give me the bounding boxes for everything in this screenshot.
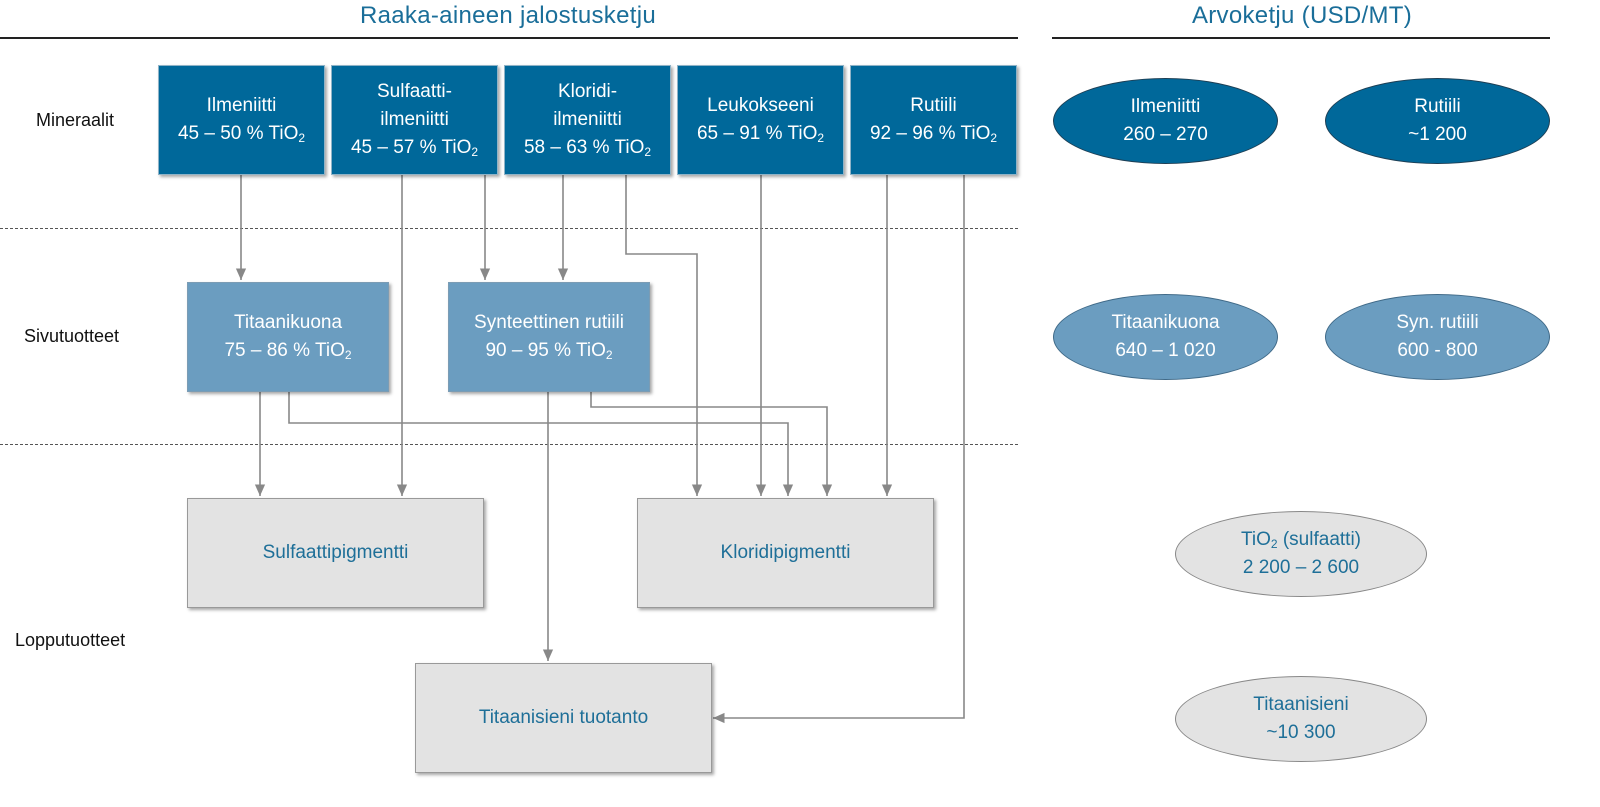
byproduct-box-titanium-slag: Titaanikuona 75 – 86 % TiO2 — [187, 282, 389, 392]
row-separator-1 — [0, 228, 1018, 229]
value-name: TiO2 (sulfaatti) — [1240, 529, 1361, 551]
row-separator-2 — [0, 444, 1018, 445]
mineral-box-leucoxene: Leukokseeni 65 – 91 % TiO2 — [677, 65, 844, 175]
end-product-label: Sulfaattipigmentti — [262, 542, 409, 563]
end-product-chloride-pigment: Kloridipigmentti — [637, 498, 934, 608]
value-price: 600 - 800 — [1397, 340, 1478, 361]
byproduct-name: Titaanikuona — [233, 312, 343, 333]
value-price: ~1 200 — [1408, 124, 1467, 145]
value-ellipse-ilmenite: Ilmeniitti 260 – 270 — [1053, 78, 1278, 164]
mineral-name: Ilmeniitti — [206, 95, 277, 116]
mineral-name: Sulfaatti- — [377, 81, 452, 102]
value-ellipse-titanium-slag: Titaanikuona 640 – 1 020 — [1053, 294, 1278, 380]
value-name: Titaanikuona — [1111, 312, 1220, 333]
byproduct-tio2-range: 90 – 95 % TiO2 — [485, 340, 613, 362]
value-ellipse-tio2-sulfate: TiO2 (sulfaatti) 2 200 – 2 600 — [1175, 511, 1427, 597]
value-ellipse-titanium-sponge: Titaanisieni ~10 300 — [1175, 676, 1427, 762]
arrow-slag-to-chloride-pigment — [288, 392, 794, 496]
mineral-name-cont: ilmeniitti — [553, 109, 622, 130]
value-name: Ilmeniitti — [1130, 96, 1201, 117]
mineral-box-ilmenite: Ilmeniitti 45 – 50 % TiO2 — [158, 65, 325, 175]
row-label-minerals: Mineraalit — [36, 110, 115, 130]
value-name: Titaanisieni — [1253, 694, 1349, 715]
value-name: Rutiili — [1414, 96, 1461, 117]
byproduct-tio2-range: 75 – 86 % TiO2 — [224, 340, 352, 362]
arrow-chloride-ilmenite-to-chloride-pigment — [625, 175, 703, 496]
mineral-box-sulfate-ilmenite: Sulfaatti- ilmeniitti 45 – 57 % TiO2 — [331, 65, 498, 175]
value-chain-heading: Arvoketju (USD/MT) — [1191, 2, 1413, 29]
value-ellipse-rutile: Rutiili ~1 200 — [1325, 78, 1550, 164]
process-heading-rule — [0, 37, 1018, 39]
value-price: 640 – 1 020 — [1115, 340, 1216, 361]
end-product-label: Titaanisieni tuotanto — [478, 707, 649, 728]
mineral-box-chloride-ilmenite: Kloridi- ilmeniitti 58 – 63 % TiO2 — [504, 65, 671, 175]
mineral-tio2-range: 45 – 57 % TiO2 — [350, 137, 479, 159]
mineral-name-cont: ilmeniitti — [380, 109, 449, 130]
mineral-name: Rutiili — [910, 95, 957, 116]
mineral-tio2-range: 58 – 63 % TiO2 — [523, 137, 652, 159]
byproduct-name: Synteettinen rutiili — [474, 312, 624, 333]
value-heading-rule — [1052, 37, 1550, 39]
mineral-box-rutile: Rutiili 92 – 96 % TiO2 — [850, 65, 1017, 175]
mineral-tio2-range: 65 – 91 % TiO2 — [696, 123, 825, 145]
end-product-titanium-sponge: Titaanisieni tuotanto — [415, 663, 712, 773]
value-price: 2 200 – 2 600 — [1242, 557, 1360, 578]
byproduct-box-synthetic-rutile: Synteettinen rutiili 90 – 95 % TiO2 — [448, 282, 650, 392]
end-product-label: Kloridipigmentti — [720, 542, 851, 563]
arrow-syn-rutile-to-chloride-pigment — [590, 392, 833, 496]
process-chain-heading: Raaka-aineen jalostusketju — [360, 2, 656, 29]
row-label-byproducts: Sivutuotteet — [24, 326, 120, 346]
mineral-name: Leukokseeni — [707, 95, 814, 116]
value-ellipse-synthetic-rutile: Syn. rutiili 600 - 800 — [1325, 294, 1550, 380]
arrow-rutile-to-sponge — [713, 175, 965, 724]
row-label-end-products: Lopputuotteet — [15, 630, 126, 650]
end-product-sulfate-pigment: Sulfaattipigmentti — [187, 498, 484, 608]
mineral-tio2-range: 45 – 50 % TiO2 — [177, 123, 306, 145]
mineral-tio2-range: 92 – 96 % TiO2 — [869, 123, 998, 145]
mineral-name: Kloridi- — [557, 81, 618, 102]
value-price: ~10 300 — [1266, 722, 1336, 743]
value-name: Syn. rutiili — [1396, 312, 1479, 333]
value-price: 260 – 270 — [1123, 124, 1208, 145]
